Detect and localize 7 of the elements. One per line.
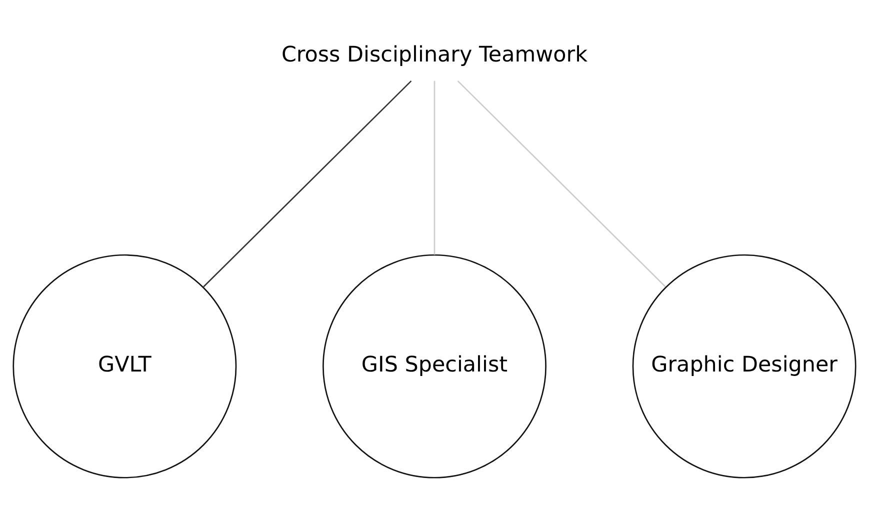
connector — [457, 80, 666, 287]
node-circle: GVLT — [12, 254, 237, 478]
node-circle: Graphic Designer — [632, 254, 856, 478]
connector — [434, 80, 436, 254]
node-circle: GIS Specialist — [322, 254, 546, 478]
connector — [203, 80, 412, 287]
node-text: Cross Disciplinary Teamwork — [281, 42, 588, 68]
